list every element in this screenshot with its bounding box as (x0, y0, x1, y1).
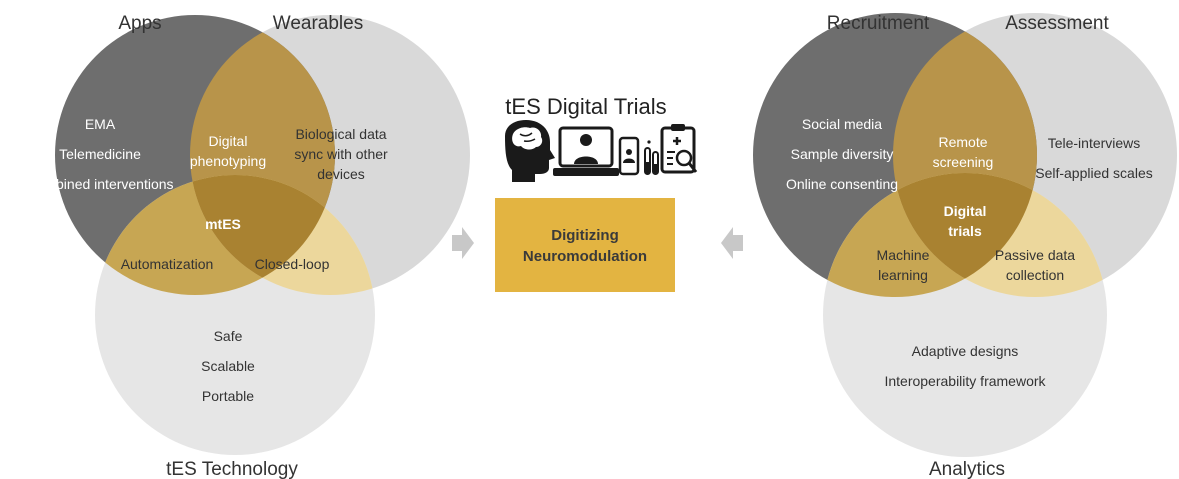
left-arrow-icon (452, 227, 474, 259)
digital-trials-line2: trials (948, 223, 982, 239)
tes-technology-label: tES Technology (166, 459, 298, 479)
phone-icon (618, 136, 640, 176)
tech-item-portable: Portable (202, 388, 254, 404)
wearables-tech-overlap (190, 175, 375, 295)
center-panel: tES Digital Trials (452, 94, 743, 292)
apps-label: Apps (118, 13, 161, 34)
passive-data-line2: collection (1006, 267, 1064, 283)
right-arrow-icon (721, 227, 743, 259)
digital-phenotyping-line2: phenotyping (190, 153, 266, 169)
recruitment-item-online-consenting: Online consenting (786, 176, 898, 192)
assessment-label: Assessment (1005, 13, 1109, 34)
wearables-item-line2: sync with other (294, 146, 388, 162)
analytics-item-interoperability: Interoperability framework (884, 373, 1046, 389)
remote-screening-line2: screening (933, 154, 994, 170)
closed-loop-label: Closed-loop (255, 256, 330, 272)
assessment-item-tele-interviews: Tele-interviews (1048, 135, 1141, 151)
machine-learning-line1: Machine (877, 247, 930, 263)
machine-learning-line2: learning (878, 267, 928, 283)
remote-screening-line1: Remote (938, 134, 987, 150)
laptop-doctor-icon (553, 126, 619, 176)
mtes-label: mtES (205, 216, 241, 232)
left-venn: Apps Wearables tES Technology EMA Teleme… (26, 13, 470, 479)
passive-data-line1: Passive data (995, 247, 1075, 263)
wearables-label: Wearables (273, 13, 363, 34)
right-venn: Recruitment Assessment Analytics Social … (753, 13, 1177, 479)
analytics-label: Analytics (929, 459, 1005, 479)
center-title: tES Digital Trials (505, 94, 666, 119)
box-line1: Digitizing (551, 227, 619, 244)
analytics-item-adaptive-designs: Adaptive designs (912, 343, 1019, 359)
wearables-item-line1: Biological data (295, 126, 386, 142)
assessment-item-self-applied-scales: Self-applied scales (1035, 165, 1153, 181)
recruitment-item-social-media: Social media (802, 116, 882, 132)
tech-item-safe: Safe (214, 328, 243, 344)
digital-phenotyping-line1: Digital (209, 133, 248, 149)
digital-trials-line1: Digital (944, 203, 987, 219)
clipboard-magnifier-icon (660, 124, 698, 174)
digitizing-neuromodulation-box (495, 198, 675, 292)
recruitment-label: Recruitment (827, 13, 930, 34)
apps-item-telemedicine: Telemedicine (59, 146, 141, 162)
recruitment-item-sample-diversity: Sample diversity (791, 146, 894, 162)
wearables-item-line3: devices (317, 166, 364, 182)
automatization-label: Automatization (121, 256, 214, 272)
tech-item-scalable: Scalable (201, 358, 255, 374)
test-tubes-icon (644, 140, 659, 175)
apps-item-ema: EMA (85, 116, 116, 132)
brain-head-icon (505, 120, 555, 182)
box-line2: Neuromodulation (523, 248, 647, 265)
apps-item-combined-interventions: Combined interventions (26, 176, 173, 192)
